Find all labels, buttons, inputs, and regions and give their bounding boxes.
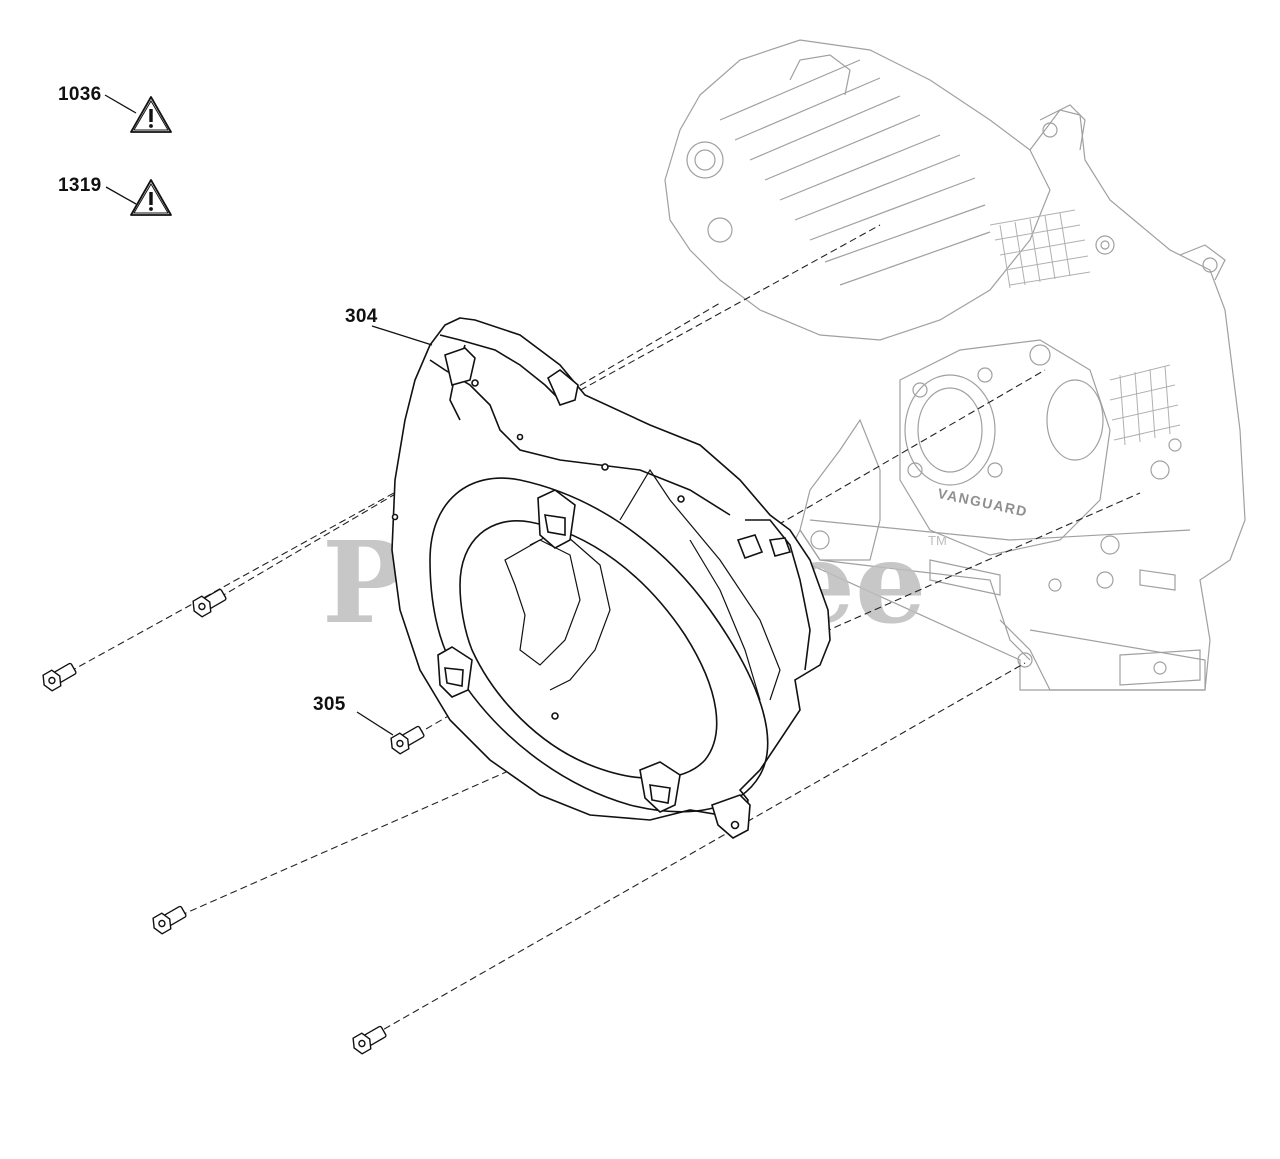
screw-icon[interactable]	[388, 723, 426, 756]
callout-1036[interactable]: 1036	[58, 84, 102, 105]
screw-icon[interactable]	[40, 660, 78, 693]
leader-lines	[104, 94, 433, 736]
callout-1319[interactable]: 1319	[58, 175, 102, 196]
warning-triangle-icon[interactable]	[130, 96, 172, 133]
blower-housing[interactable]	[391, 317, 831, 839]
watermark-tm: TM	[928, 533, 947, 548]
callout-305[interactable]: 305	[313, 694, 346, 715]
warning-triangle-icon[interactable]	[130, 179, 172, 216]
engine-brand-label: VANGUARD	[936, 485, 1029, 520]
engine-block	[665, 40, 1245, 690]
screw-icon[interactable]	[150, 903, 188, 936]
callout-304[interactable]: 304	[345, 306, 378, 327]
screw-icon[interactable]	[350, 1023, 388, 1056]
screw-icon[interactable]	[190, 586, 228, 619]
